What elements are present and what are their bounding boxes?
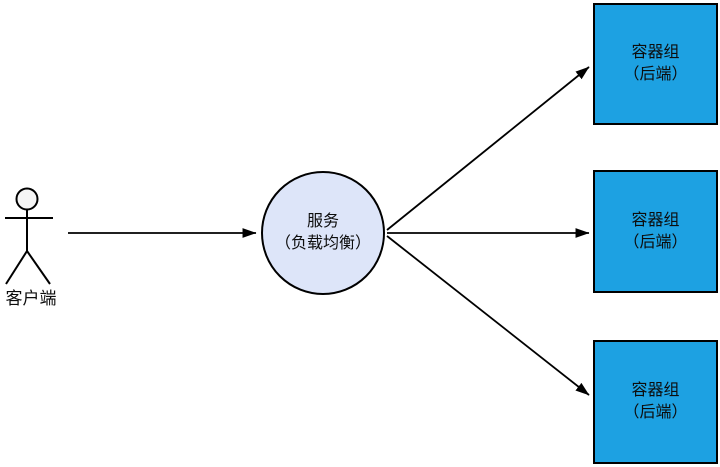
edge-service-pod-1 xyxy=(386,66,590,231)
client-actor-node xyxy=(5,187,53,285)
pod-node-2 xyxy=(593,170,718,293)
actor-head xyxy=(15,187,39,211)
actor-right-leg xyxy=(26,250,51,285)
actor-left-leg xyxy=(5,250,28,285)
edge-service-pod-3 xyxy=(386,235,590,396)
pod-node-3 xyxy=(593,340,718,464)
client-label: 客户端 xyxy=(5,289,57,308)
service-node xyxy=(261,171,385,295)
pod-node-1 xyxy=(593,3,718,125)
